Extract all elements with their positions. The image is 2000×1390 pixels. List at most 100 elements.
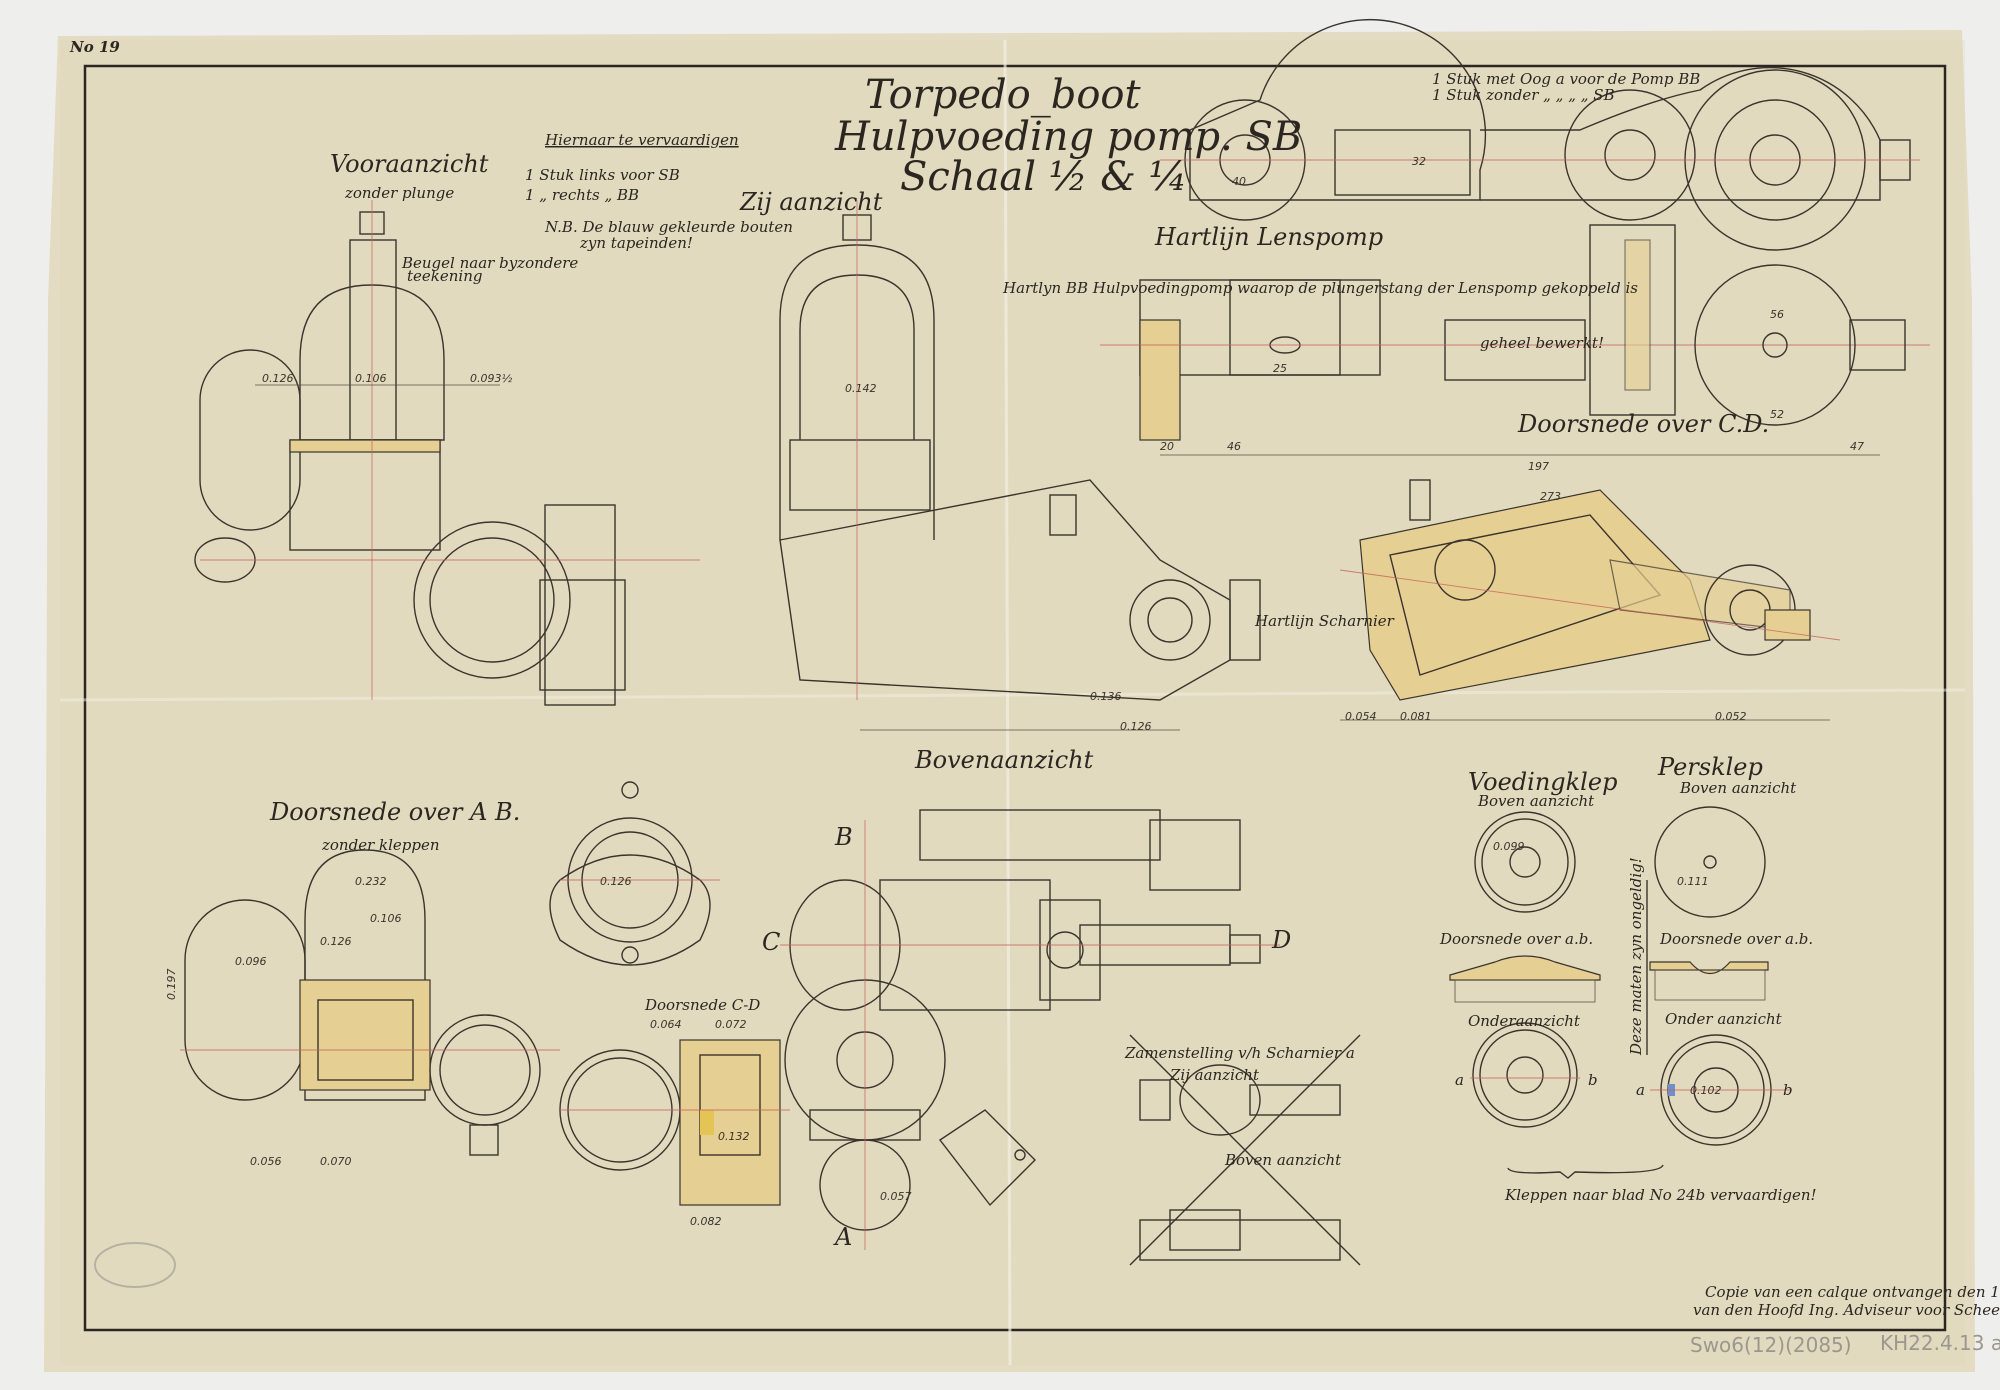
dimension-label: 0.099 bbox=[1493, 840, 1525, 853]
dimension-label: 0.052 bbox=[1715, 710, 1747, 723]
dimension-label: 0.056 bbox=[250, 1155, 282, 1168]
label-top-view: Bovenaanzicht bbox=[914, 746, 1094, 774]
dimension-label: 273 bbox=[1540, 490, 1561, 503]
section-ab-view bbox=[180, 849, 560, 1156]
label-front-view: Vooraanzicht bbox=[330, 150, 489, 178]
label-feed-valve-top: Boven aanzicht bbox=[1477, 792, 1595, 810]
top-right-note-2: 1 Stuk zonder „ „ „ „ SB bbox=[1432, 86, 1615, 104]
crossed-out-assembly bbox=[1129, 1034, 1361, 1266]
dimension-label: 0.102 bbox=[1690, 1084, 1722, 1097]
dimension-label: 0.054 bbox=[1345, 710, 1377, 723]
label-assembly: Zamenstelling v/h Scharnier a bbox=[1124, 1044, 1355, 1062]
label-press-bottom: Onder aanzicht bbox=[1665, 1010, 1783, 1028]
dimension-label: 0.106 bbox=[355, 372, 387, 385]
letter-b-small: b bbox=[1783, 1081, 1793, 1099]
label-beugel-2: teekening bbox=[407, 267, 482, 285]
dimension-label: 0.093½ bbox=[470, 372, 512, 385]
letter-a-small: a bbox=[1455, 1071, 1464, 1089]
label-beugel-1: Beugel naar byzondere bbox=[401, 254, 578, 272]
dimension-label: 0.142 bbox=[845, 382, 877, 395]
archive-number-1: Swo6(12)(2085) bbox=[1690, 1333, 1852, 1357]
dimension-label: 0.096 bbox=[235, 955, 267, 968]
order-row-2: 1 „ rechts „ BB bbox=[525, 186, 639, 204]
connecting-rod-view bbox=[1160, 18, 1920, 251]
dimension-label: 0.106 bbox=[370, 912, 402, 925]
letter-a-small: a bbox=[1636, 1081, 1645, 1099]
label-feed-valve: Voedingklep bbox=[1468, 768, 1617, 796]
label-valves-note: Kleppen naar blad No 24b vervaardigen! bbox=[1504, 1186, 1817, 1204]
label-hartlijn-scharnier: Hartlijn Scharnier bbox=[1254, 612, 1395, 630]
copy-note-1: Copie van een calque ontvangen den 13 Me… bbox=[1705, 1283, 2000, 1301]
label-assembly-side: Zij aanzicht bbox=[1169, 1066, 1260, 1084]
dimension-label: 197 bbox=[1528, 460, 1549, 473]
dimension-label: 0.064 bbox=[650, 1018, 682, 1031]
title-scale: Schaal ½ & ¼ bbox=[900, 154, 1187, 200]
label-front-sub: zonder plunge bbox=[344, 184, 454, 202]
letter-d: D bbox=[1271, 926, 1291, 954]
dimension-label: 0.081 bbox=[1400, 710, 1432, 723]
dimension-label: 0.132 bbox=[718, 1130, 750, 1143]
letter-b-small: b bbox=[1588, 1071, 1598, 1089]
copy-note-2: van den Hoofd Ing. Adviseur voor Scheeps… bbox=[1693, 1301, 2000, 1319]
dimension-label: 56 bbox=[1770, 308, 1784, 321]
label-press-section: Doorsnede over a.b. bbox=[1659, 930, 1813, 948]
archive-number-2: KH22.4.13 a bbox=[1880, 1331, 2000, 1355]
sheet-number: No 19 bbox=[69, 38, 120, 56]
archive-stamp bbox=[94, 1242, 176, 1288]
dimension-label: 0.197 bbox=[165, 969, 178, 1001]
dimension-label: 0.126 bbox=[600, 875, 632, 888]
dimension-label: 0.070 bbox=[320, 1155, 352, 1168]
top-right-note-1: 1 Stuk met Oog a voor de Pomp BB bbox=[1432, 70, 1700, 88]
dimension-label: 0.126 bbox=[262, 372, 294, 385]
label-press-valve: Persklep bbox=[1657, 753, 1763, 781]
label-hartlijn-lenspomp: Hartlijn Lenspomp bbox=[1154, 223, 1383, 251]
letter-c: C bbox=[762, 928, 780, 956]
label-assembly-top: Boven aanzicht bbox=[1224, 1151, 1342, 1169]
letter-a: A bbox=[833, 1223, 852, 1251]
dimension-label: 0.126 bbox=[1120, 720, 1152, 733]
label-invalid-dimensions: Deze maten zyn ongeldig! bbox=[1627, 857, 1645, 1056]
nb-line-2: zyn tapeinden! bbox=[579, 234, 693, 252]
dimension-label: 46 bbox=[1227, 440, 1241, 453]
dimension-label: 47 bbox=[1850, 440, 1864, 453]
label-section-cd: Doorsnede over C.D. bbox=[1517, 410, 1769, 438]
press-valve bbox=[1649, 806, 1790, 1146]
dimension-label: 52 bbox=[1770, 408, 1784, 421]
fold-line bbox=[59, 688, 1966, 702]
dimension-label: 40 bbox=[1232, 175, 1246, 188]
dimension-labels: 0.126 0.106 0.093½ 0.142 0.232 0.106 0.1… bbox=[165, 155, 1864, 1228]
label-section-ab-sub: zonder kleppen bbox=[321, 836, 440, 854]
dimension-label: 25 bbox=[1273, 362, 1287, 375]
dimension-label: 20 bbox=[1160, 440, 1174, 453]
label-section-cd-small: Doorsnede C-D bbox=[644, 996, 760, 1014]
title-line-2: Hulpvoeding pomp. SB bbox=[834, 114, 1302, 160]
dimension-label: 0.136 bbox=[1090, 690, 1122, 703]
nb-line-1: N.B. De blauw gekleurde bouten bbox=[544, 218, 793, 236]
dimension-label: 0.072 bbox=[715, 1018, 747, 1031]
label-press-valve-top: Boven aanzicht bbox=[1679, 779, 1797, 797]
label-hartlijn-note: Hartlyn BB Hulpvoedingpomp waarop de plu… bbox=[1002, 279, 1638, 297]
label-feed-section: Doorsnede over a.b. bbox=[1439, 930, 1593, 948]
label-feed-bottom: Onderaanzicht bbox=[1468, 1012, 1581, 1030]
label-section-ab: Doorsnede over A B. bbox=[269, 798, 520, 826]
drawing-border bbox=[83, 64, 1947, 1332]
front-view bbox=[194, 200, 700, 706]
order-row-1: 1 Stuk links voor SB bbox=[525, 166, 680, 184]
section-cd-view bbox=[1339, 479, 1841, 721]
brace bbox=[1507, 1164, 1664, 1179]
dimension-label: 0.111 bbox=[1677, 875, 1709, 888]
label-geheel-bewerkt: geheel bewerkt! bbox=[1480, 334, 1604, 352]
dimension-label: 0.057 bbox=[880, 1190, 912, 1203]
top-view bbox=[780, 809, 1280, 1250]
label-side-view: Zij aanzicht bbox=[739, 188, 883, 216]
dimension-label: 32 bbox=[1412, 155, 1426, 168]
fold-line bbox=[1003, 39, 1012, 1366]
order-heading: Hiernaar te vervaardigen bbox=[544, 131, 739, 149]
flange-view bbox=[549, 781, 720, 966]
feed-valve bbox=[1449, 811, 1601, 1128]
letter-b: B bbox=[834, 823, 853, 851]
dimension-label: 0.232 bbox=[355, 875, 387, 888]
title-line-1: Torpedo_boot bbox=[865, 72, 1142, 118]
dimension-label: 0.126 bbox=[320, 935, 352, 948]
